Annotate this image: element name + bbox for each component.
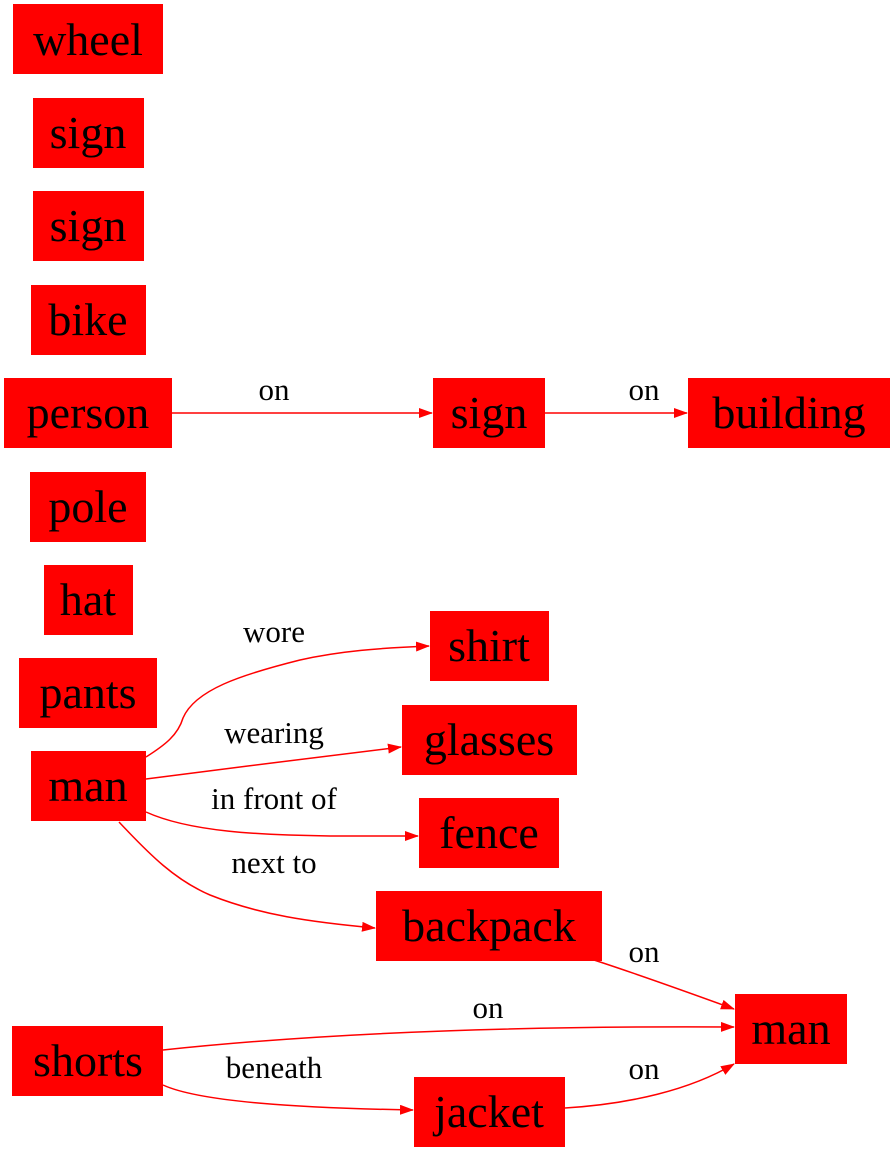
node-pants: pants [19,658,157,728]
node-shorts: shorts [12,1026,163,1096]
node-box [31,285,146,355]
node-box [33,191,144,261]
node-box [433,378,545,448]
edge-man-fence: in front of [145,781,419,841]
node-label: hat [60,574,116,625]
node-box [19,658,157,728]
node-label: building [712,387,865,438]
edge-label-next-to: next to [231,845,316,880]
node-pole: pole [30,472,146,542]
node-man: man [735,994,847,1064]
node-box [31,751,146,821]
edge-label-on: on [629,934,661,969]
edge-line [162,1021,735,1051]
edge-label-on: on [473,990,505,1025]
node-box [30,472,146,542]
edge-line [162,1084,414,1115]
node-box [44,565,133,635]
node-jacket: jacket [414,1077,565,1147]
node-box [414,1077,565,1147]
edge-man-glasses: wearing [145,715,402,780]
node-box [430,611,549,681]
edge-label-beneath: beneath [226,1050,323,1085]
node-label: sign [50,200,127,251]
edge-backpack-man: on [593,934,735,1010]
node-sign: sign [433,378,545,448]
node-box [735,994,847,1064]
edge-line [118,821,376,932]
node-label: pole [48,481,127,532]
node-label: wheel [33,14,143,65]
node-shirt: shirt [430,611,549,681]
edge-person-sign: on [172,372,433,418]
edges: on on wore wearing in front of next to o… [118,372,735,1115]
node-box [13,4,163,74]
edge-line [145,641,430,758]
edge-label-on: on [259,372,291,407]
edge-shorts-man: on [162,990,735,1051]
node-label: pants [39,667,136,718]
edge-man-backpack: next to [118,821,376,932]
node-box [33,98,144,168]
node-fence: fence [419,798,559,868]
nodes: wheel sign sign bike person pole hat pa [4,4,890,1147]
edge-label-wearing: wearing [224,715,324,750]
node-label: shorts [33,1035,143,1086]
edge-line [593,959,735,1010]
edge-jacket-man: on [564,1051,735,1109]
node-label: person [27,387,150,438]
node-box [688,378,890,448]
node-label: bike [48,294,127,345]
node-label: man [751,1003,830,1054]
edge-label-in-front-of: in front of [211,781,337,816]
edge-line [145,811,419,841]
node-label: sign [50,107,127,158]
node-label: man [48,760,127,811]
edge-label-wore: wore [243,614,305,649]
edge-label-on: on [629,1051,661,1086]
node-label: backpack [402,900,576,951]
node-box [376,891,602,961]
node-box [4,378,172,448]
node-wheel: wheel [13,4,163,74]
node-person: person [4,378,172,448]
node-hat: hat [44,565,133,635]
edge-line [564,1063,735,1109]
edge-shorts-jacket: beneath [162,1050,414,1115]
edge-line [145,743,402,780]
edge-sign-building: on [545,372,688,418]
node-label: sign [451,387,528,438]
node-label: fence [439,807,539,858]
node-bike: bike [31,285,146,355]
node-glasses: glasses [402,705,577,775]
node-label: jacket [432,1086,544,1137]
node-label: glasses [424,714,554,765]
edge-label-on: on [629,372,661,407]
node-label: shirt [448,620,530,671]
edge-man-shirt: wore [145,614,430,758]
node-sign: sign [33,98,144,168]
node-box [402,705,577,775]
node-man: man [31,751,146,821]
node-backpack: backpack [376,891,602,961]
node-building: building [688,378,890,448]
node-box [12,1026,163,1096]
node-sign: sign [33,191,144,261]
node-box [419,798,559,868]
